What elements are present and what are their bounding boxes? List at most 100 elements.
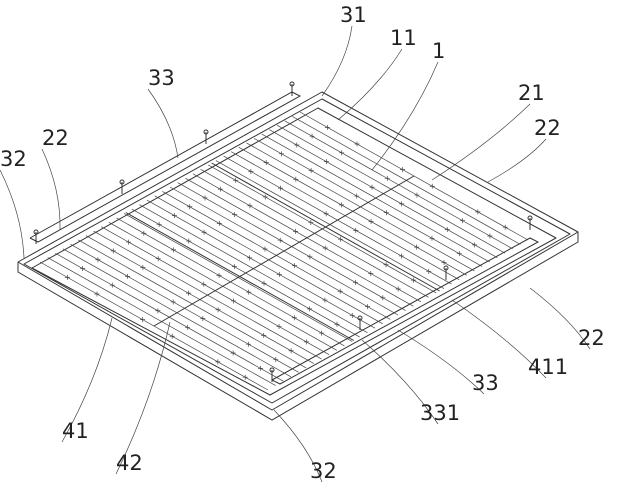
post-cap xyxy=(33,229,39,235)
slat-clip-mark xyxy=(303,339,309,345)
slat-clip-mark xyxy=(308,220,314,226)
slat-clip-mark xyxy=(215,359,221,365)
slat-clip-mark xyxy=(109,282,115,288)
slat-clip-mark xyxy=(414,244,420,250)
slat-clip-mark xyxy=(322,297,328,303)
slat-clip-mark xyxy=(232,212,238,218)
reference-label: 22 xyxy=(534,116,561,140)
slat-clip-mark xyxy=(384,175,390,181)
cross-beam xyxy=(211,162,440,292)
slat-clip-mark xyxy=(202,195,208,201)
slat-clip-mark xyxy=(278,151,284,157)
leader-line xyxy=(451,299,547,379)
slat-clip-mark xyxy=(201,281,207,287)
slat-clip-mark xyxy=(170,247,176,253)
post-cap xyxy=(119,179,125,185)
slat-clip-mark xyxy=(429,183,435,189)
slat-clip-mark xyxy=(273,357,279,363)
reference-label: 42 xyxy=(116,451,143,475)
reference-label: 22 xyxy=(578,326,605,350)
slat-clip-mark xyxy=(456,251,462,257)
frame-ring xyxy=(17,91,579,411)
slat-clip-mark xyxy=(352,279,358,285)
reference-label: 33 xyxy=(148,66,175,90)
leader-line xyxy=(115,321,171,475)
leader-line xyxy=(487,138,547,183)
slat-clip-mark xyxy=(414,192,420,198)
slat-clip-mark xyxy=(64,274,70,280)
slat-clip-mark xyxy=(185,290,191,296)
slat-clip-mark xyxy=(125,273,131,279)
slat-clip-mark xyxy=(262,246,268,252)
leader-line xyxy=(529,287,591,350)
slat-clip-mark xyxy=(322,245,328,251)
slat-clip-mark xyxy=(319,330,325,336)
slat-clip-mark xyxy=(398,253,404,259)
slat-clip-mark xyxy=(307,306,313,312)
post-cap xyxy=(203,129,209,135)
slat-clip-mark xyxy=(291,315,297,321)
side-rail-left xyxy=(29,91,302,243)
slat-clip-mark xyxy=(383,210,389,216)
slat-clip-mark xyxy=(110,248,116,254)
slat-clip-mark xyxy=(410,277,416,283)
slat-clip-mark xyxy=(338,202,344,208)
leader-line xyxy=(361,339,439,425)
outer-frame xyxy=(17,91,579,421)
slat-clip-mark xyxy=(475,209,481,215)
slat-clip-mark xyxy=(246,289,252,295)
slat-clip-mark xyxy=(349,312,355,318)
leader-line xyxy=(0,169,25,259)
slat-clip-mark xyxy=(140,265,146,271)
slat-clip-mark xyxy=(248,168,254,174)
side-rail-right xyxy=(271,237,540,385)
reference-label: 22 xyxy=(42,126,69,150)
frame-side xyxy=(17,232,579,421)
slat-clip-mark xyxy=(186,238,192,244)
slats xyxy=(33,81,533,391)
slat-clip-mark xyxy=(368,271,374,277)
slat-clip-mark xyxy=(155,308,161,314)
slat-clip-mark xyxy=(429,235,435,241)
leader-line xyxy=(321,25,353,97)
leader-line xyxy=(371,61,439,171)
slat-clip-mark xyxy=(337,236,343,242)
slat-clip-mark xyxy=(156,221,162,227)
slat-clip-mark xyxy=(217,186,223,192)
leader-line xyxy=(41,148,61,231)
slat-clip-mark xyxy=(242,374,248,380)
slat-clip-mark xyxy=(170,299,176,305)
slat-clip-mark xyxy=(323,211,329,217)
leader-line xyxy=(273,409,323,483)
slat-clip-mark xyxy=(215,307,221,313)
slat-clip-mark xyxy=(487,233,493,239)
slat-clip-mark xyxy=(294,142,300,148)
post-cap xyxy=(357,315,363,321)
slat-clip-mark xyxy=(353,227,359,233)
reference-label: 31 xyxy=(340,3,367,27)
slat-clip-mark xyxy=(369,184,375,190)
reference-label: 41 xyxy=(62,419,89,443)
reference-label: 1 xyxy=(432,39,445,63)
slat-clip-mark xyxy=(257,365,263,371)
cross-beam xyxy=(125,212,355,341)
slat-clip-mark xyxy=(276,271,282,277)
slat-clip-mark xyxy=(233,177,239,183)
reference-label: 411 xyxy=(528,355,568,379)
reference-label: 11 xyxy=(390,26,417,50)
slat-clip-mark xyxy=(262,194,268,200)
slat-clip-mark xyxy=(460,218,466,224)
slat-clip-mark xyxy=(383,262,389,268)
slat-clip-mark xyxy=(502,224,508,230)
slat-clip-mark xyxy=(307,254,313,260)
reference-label: 32 xyxy=(310,459,337,483)
slat-clip-mark xyxy=(247,203,253,209)
leader-line xyxy=(147,88,179,159)
slat-clip-mark xyxy=(230,350,236,356)
slat-clip-mark xyxy=(95,257,101,263)
slat-clip-mark xyxy=(277,237,283,243)
slat-clip-mark xyxy=(441,259,447,265)
slat-clip-mark xyxy=(231,264,237,270)
slat-clip-mark xyxy=(216,220,222,226)
